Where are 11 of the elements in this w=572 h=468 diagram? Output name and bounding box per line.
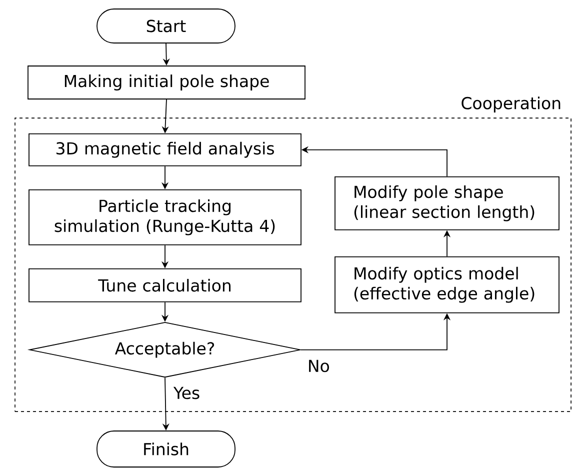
finish-terminal: Finish: [96, 430, 236, 468]
process-box: Tune calculation: [28, 268, 302, 302]
node-label: Cooperation: [462, 96, 560, 113]
process-box: Making initial pole shape: [28, 66, 306, 100]
process-box: Modify optics model (effective edge angle): [334, 256, 560, 314]
start-terminal: Start: [96, 8, 236, 44]
process-box: 3D magnetic field analysis: [28, 133, 302, 166]
edge-label: Yes: [172, 386, 202, 400]
process-box: Particle tracking simulation (Runge-Kutta 4): [28, 189, 302, 246]
edge-label: No: [306, 358, 331, 374]
process-box: Modify pole shape (linear section length): [334, 176, 560, 230]
